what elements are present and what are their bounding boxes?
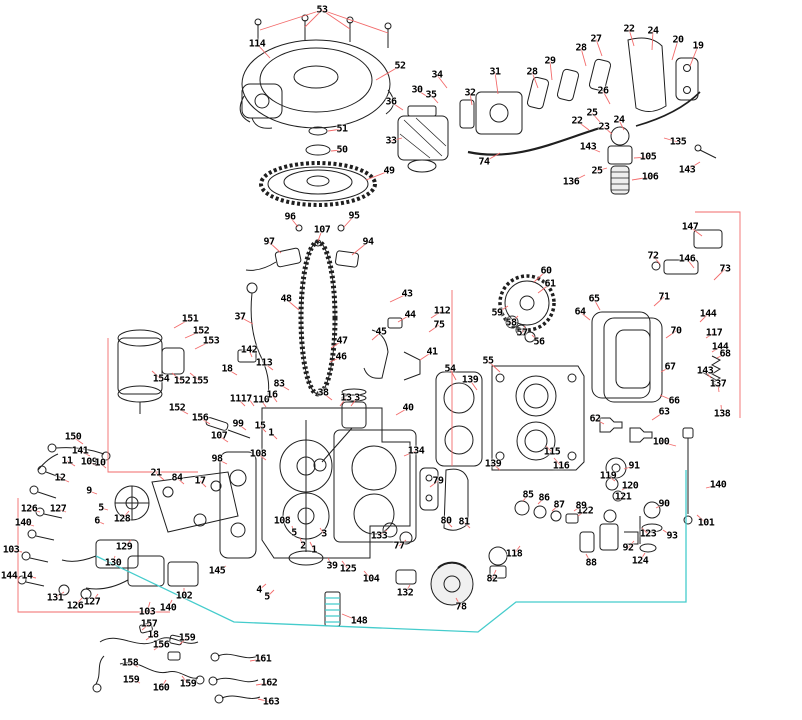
oil-filter <box>430 561 474 606</box>
mounting-bracket <box>151 471 239 533</box>
battery-leads <box>208 652 261 704</box>
camshaft-sprocket <box>498 274 556 343</box>
starter-motor <box>117 329 185 414</box>
carburetor <box>397 105 449 173</box>
oil-pump <box>382 522 417 585</box>
head-gasket <box>435 371 483 467</box>
stator-coil <box>114 485 150 521</box>
starter-mount-bolts <box>254 14 392 48</box>
water-tube <box>682 427 694 525</box>
water-pump <box>605 457 627 502</box>
red-grouping-lines <box>17 211 741 613</box>
crankcase-cover <box>219 451 257 559</box>
anode-cluster <box>514 500 663 553</box>
tool-screwdriver <box>205 417 251 439</box>
flywheel <box>259 161 377 207</box>
flywheel-washers <box>305 126 331 156</box>
fuel-pump-filter <box>607 126 633 195</box>
cylinder-head <box>491 365 585 471</box>
chain-tensioner <box>363 317 421 381</box>
thermostat <box>488 546 508 579</box>
timing-chain <box>298 239 338 397</box>
fuse-holder <box>324 591 341 627</box>
breather-plate <box>419 467 439 511</box>
ignition-coil-right <box>335 250 359 268</box>
wire-harness <box>92 622 205 693</box>
throttle-link <box>37 443 111 471</box>
breather-pipe <box>635 91 701 127</box>
spark-plugs <box>599 417 653 443</box>
starter-relay <box>237 349 257 363</box>
cyan-harness-lines <box>95 470 687 633</box>
fuel-hose <box>467 126 601 156</box>
valve-cover <box>591 311 663 403</box>
exhaust-cover-plate <box>443 468 469 531</box>
exhaust-plates <box>526 37 699 112</box>
intake-manifold <box>459 91 523 135</box>
oil-dipstick <box>246 282 270 402</box>
valve-spring <box>710 355 722 388</box>
cylinder-block <box>333 429 417 543</box>
starter-handle <box>241 83 283 129</box>
cdi-unit <box>61 539 139 569</box>
ignition-coil-left <box>245 247 302 271</box>
left-fasteners <box>17 465 92 600</box>
coil-unit <box>85 555 199 590</box>
thermostat-cover <box>651 229 723 275</box>
